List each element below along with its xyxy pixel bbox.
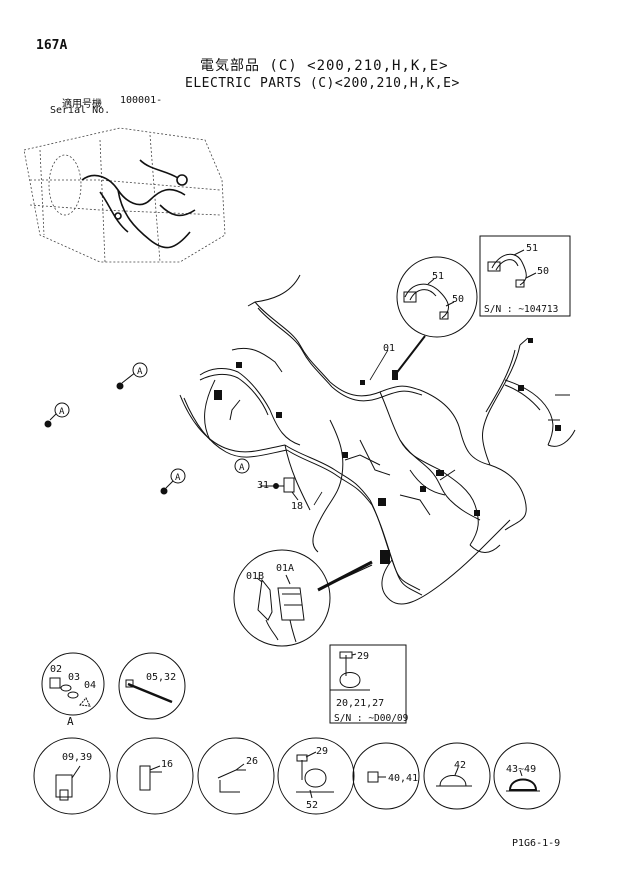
svg-text:A: A [175, 473, 181, 483]
callout-50: 50 [452, 294, 464, 305]
detail-circle-09-39 [33, 737, 111, 815]
callout-04: 04 [84, 680, 96, 691]
leader-lines [313, 349, 389, 506]
inset-callout-51: 51 [526, 243, 538, 254]
callout-42: 42 [454, 760, 466, 771]
harness-connectors [214, 338, 561, 564]
callout-51: 51 [432, 271, 444, 282]
page-id: 167A [36, 38, 68, 53]
serial-label-japanese: 適用号機 [62, 99, 102, 110]
detail-circle-40-41 [352, 742, 420, 810]
serial-label-english: Serial No. [50, 105, 111, 116]
main-wiring-harness [179, 274, 576, 605]
machine-overview-harness [81, 159, 196, 249]
callout-01a: 01A [276, 563, 294, 574]
callout-31: 31 [257, 480, 269, 491]
inset-box-top [479, 235, 571, 317]
svg-text:A: A [59, 407, 65, 417]
part-18-clip [260, 477, 299, 501]
footer-code: P1G6-1-9 [512, 838, 561, 849]
callout-03: 03 [68, 672, 80, 683]
detail-circle-26 [197, 737, 275, 815]
a-marker-1: A [116, 362, 148, 390]
title-english: ELECTRIC PARTS (C)<200,210,H,K,E> [185, 76, 460, 91]
callout-40-41: 40,41 [388, 773, 418, 784]
detail-circle-02-03-04 [41, 652, 105, 716]
detail-circle-43-49 [493, 742, 561, 810]
callout-01b: 01B [246, 571, 264, 582]
detail-circle-42 [423, 742, 491, 810]
svg-text:A: A [239, 463, 245, 473]
machine-overview-drawing [23, 127, 226, 263]
a-marker-2: A [44, 402, 70, 428]
detail-circle-51-50 [394, 256, 478, 376]
detail-circle-16 [116, 737, 194, 815]
callout-09-39: 09,39 [62, 752, 92, 763]
callout-43-49: 43~49 [506, 764, 536, 775]
detail-circle-29-52 [277, 737, 355, 815]
callout-16: 16 [161, 759, 173, 770]
detail-circle-05-32 [118, 652, 186, 720]
detail-circle-01a-01b [233, 549, 373, 647]
serial-note-bottom: S/N : ~D00/09 [334, 713, 409, 724]
detail-label-a: A [67, 715, 74, 728]
title-japanese: 電気部品 (C) <200,210,H,K,E> [200, 58, 449, 74]
inset-box-bottom [329, 644, 407, 724]
serial-note-top: S/N : ~104713 [484, 304, 558, 315]
callout-29: 29 [316, 746, 328, 757]
callout-52: 52 [306, 800, 318, 811]
callout-02: 02 [50, 664, 62, 675]
callout-26: 26 [246, 756, 258, 767]
serial-value: 100001- [120, 95, 163, 106]
callout-05-32: 05,32 [146, 672, 176, 683]
inset-callout-50: 50 [537, 266, 549, 277]
a-marker-4: A [234, 458, 250, 474]
inset-callout-20-21-27: 20,21,27 [336, 698, 384, 709]
a-marker-3: A [160, 468, 186, 495]
callout-18: 18 [291, 501, 303, 512]
svg-text:A: A [137, 367, 143, 377]
callout-01: 01 [383, 343, 395, 354]
inset-callout-29: 29 [357, 651, 369, 662]
